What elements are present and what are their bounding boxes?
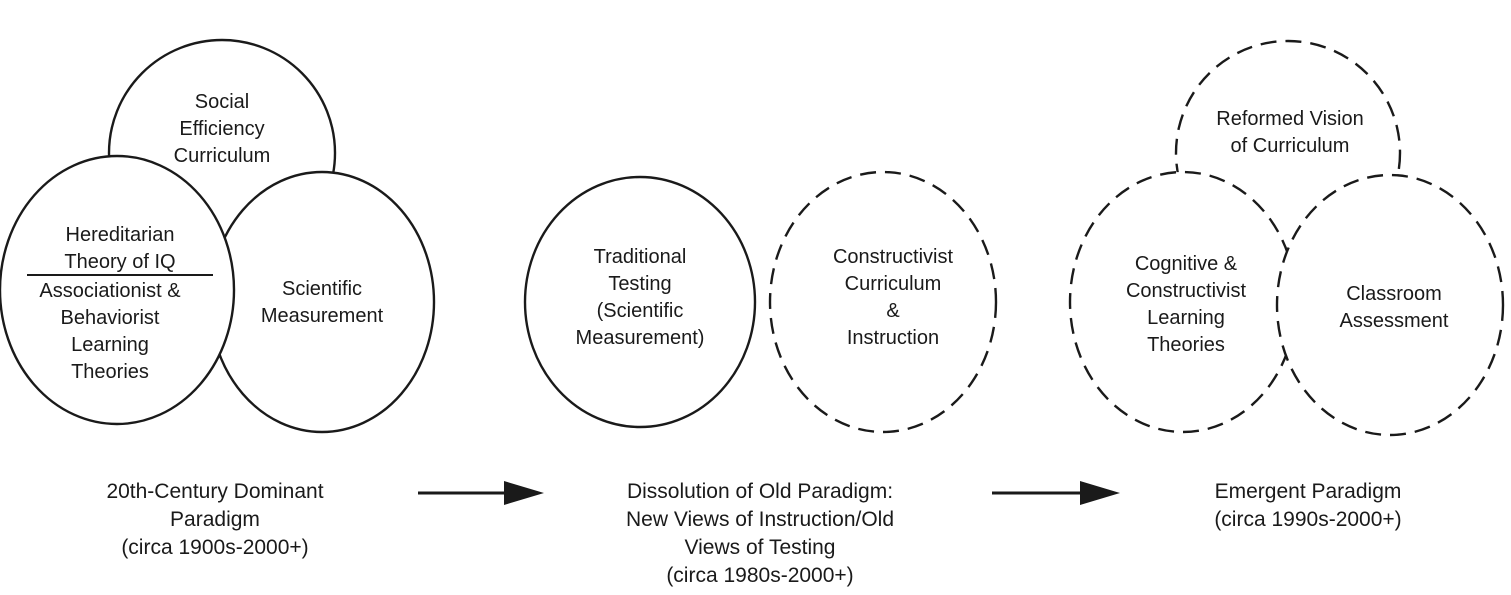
label-traditional-testing: Traditional Testing (Scientific Measurem… [575,246,705,349]
caption-dominant-paradigm: 20th-Century Dominant Paradigm (circa 19… [106,480,324,559]
panel-dissolution-paradigm [523,170,998,434]
arrow-1 [418,481,544,505]
caption-emergent-paradigm: Emergent Paradigm (circa 1990s-2000+) [1214,480,1402,531]
arrow-2 [992,481,1120,505]
label-hereditarian-theory: Hereditarian Theory of IQ [64,224,176,273]
label-classroom-assessment: Classroom Assessment [1339,283,1449,332]
label-social-efficiency-curriculum: Social Efficiency Curriculum [173,91,271,167]
arrow-head-icon [1080,481,1120,505]
circle-constructivist-curriculum [768,170,998,434]
panel-emergent-paradigm [1068,39,1505,437]
label-cognitive-learning-theories: Cognitive & Constructivist Learning Theo… [1125,253,1247,356]
panel-dominant-paradigm [0,38,436,434]
caption-dissolution-paradigm: Dissolution of Old Paradigm: New Views o… [625,480,895,587]
label-constructivist-curriculum: Constructivist Curriculum & Instruction [832,246,954,349]
circle-learning-theories [0,154,236,426]
arrow-head-icon [504,481,544,505]
label-associationist-theories: Associationist & Behaviorist Learning Th… [39,280,181,383]
label-scientific-measurement: Scientific Measurement [260,278,384,327]
label-reformed-vision: Reformed Vision of Curriculum [1216,108,1364,157]
circle-traditional-testing [523,175,757,429]
theory-divider [27,274,213,276]
circle-classroom-assessment [1275,173,1505,437]
